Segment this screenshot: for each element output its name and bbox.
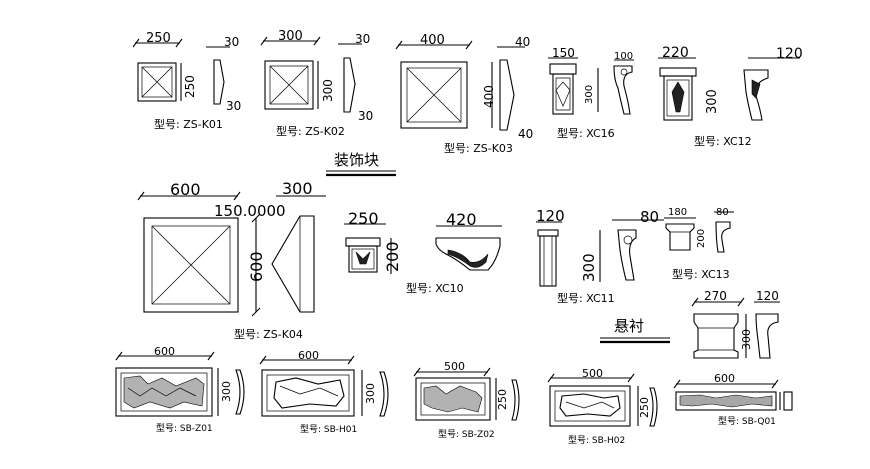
k03-width-dim: 400: [420, 33, 445, 48]
xc11-depth-dim: 80: [640, 208, 659, 226]
k01-width-dim: 250: [146, 31, 171, 46]
h02-label: 型号: SB-H02: [568, 435, 625, 446]
corbel-drawing: 270 300 120: [691, 289, 780, 359]
k03-label: 型号: ZS-K03: [444, 141, 513, 155]
z01-width-dim: 600: [154, 345, 175, 358]
corbel-width-dim: 270: [704, 289, 727, 303]
xc13-height-dim: 200: [696, 229, 707, 248]
xc13-width-dim: 180: [668, 207, 687, 218]
xc10-length-dim: 420: [446, 210, 477, 229]
corbels-title-group: 悬衬: [600, 317, 670, 344]
k04-width-dim: 600: [170, 180, 201, 199]
k02-height-dim: 300: [321, 79, 335, 102]
xc11-height-dim: 300: [580, 253, 598, 282]
zs-k03-drawing: 400 400 40 40 型号: ZS-K03: [395, 33, 533, 155]
k02-thickness-dim: 30: [355, 32, 370, 46]
xc13-depth-dim: 80: [716, 207, 729, 218]
h01-width-dim: 600: [298, 349, 319, 362]
xc16-depth-dim: 100: [614, 51, 633, 62]
corbel-depth-dim: 120: [756, 289, 779, 303]
q01-label: 型号: SB-Q01: [718, 416, 776, 427]
sb-z01-drawing: 600 300 型号: SB-Z01: [115, 345, 245, 434]
sb-h01-drawing: 600 300 型号: SB-H01: [259, 349, 389, 435]
q01-width-dim: 600: [714, 372, 735, 385]
k01-label: 型号: ZS-K01: [154, 117, 223, 131]
h02-width-dim: 500: [582, 367, 603, 380]
corbels-title: 悬衬: [614, 317, 644, 335]
zs-k02-drawing: 300 300 30 30 型号: ZS-K02: [260, 29, 373, 138]
z02-label: 型号: SB-Z02: [438, 429, 495, 440]
k02-label: 型号: ZS-K02: [276, 124, 345, 138]
xc10-width-dim: 250: [348, 209, 379, 228]
xc12-depth-dim: 120: [776, 46, 803, 62]
k03-height-dim: 400: [482, 85, 496, 108]
sb-q01-drawing: 600 型号: SB-Q01: [673, 372, 793, 427]
xc12-height-dim: 300: [705, 89, 720, 114]
xc16-label: 型号: XC16: [557, 126, 615, 140]
xc16-width-dim: 150: [552, 46, 575, 60]
k04-thickness-dim: 300: [282, 179, 313, 198]
xc13-drawing: 180 200 80 型号: XC13: [664, 207, 734, 281]
decorative-blocks-title-group: 装饰块: [326, 151, 396, 177]
xc16-drawing: 150 300 100 型号: XC16: [548, 46, 634, 140]
h01-label: 型号: SB-H01: [300, 424, 357, 435]
decorative-blocks-title: 装饰块: [334, 151, 379, 169]
xc10-height-dim: 200: [383, 241, 402, 272]
xc11-label: 型号: XC11: [557, 291, 615, 305]
k01-thickness-dim: 30: [224, 35, 239, 49]
k03-thickness-dim-2: 40: [518, 127, 533, 141]
z01-label: 型号: SB-Z01: [156, 423, 213, 434]
xc12-width-dim: 220: [662, 45, 689, 61]
sb-z02-drawing: 500 250 型号: SB-Z02: [413, 360, 520, 440]
zs-k01-drawing: 250 250 30 30 型号: ZS-K01: [132, 31, 241, 131]
k01-thickness-dim-2: 30: [226, 99, 241, 113]
xc13-label: 型号: XC13: [672, 267, 730, 281]
k04-label: 型号: ZS-K04: [234, 327, 303, 341]
k04-height-dim: 600: [247, 251, 266, 282]
xc11-drawing: 120 300 80 型号: XC11: [536, 207, 664, 305]
xc10-drawing: 250 200 420 型号: XC10: [344, 209, 502, 295]
xc11-width-dim: 120: [536, 207, 565, 225]
h01-height-dim: 300: [364, 383, 377, 404]
xc10-label: 型号: XC10: [406, 281, 464, 295]
z02-width-dim: 500: [444, 360, 465, 373]
corbel-height-dim: 300: [740, 329, 753, 350]
h02-height-dim: 250: [638, 397, 651, 418]
zs-k04-drawing: 600 600 150.0000 300 型号: ZS-K04: [137, 179, 326, 341]
xc12-label: 型号: XC12: [694, 134, 752, 148]
xc16-height-dim: 300: [584, 85, 595, 104]
z01-height-dim: 300: [220, 381, 233, 402]
sb-h02-drawing: 500 250 型号: SB-H02: [547, 367, 658, 446]
k03-thickness-dim: 40: [515, 35, 530, 49]
xc12-drawing: 220 300 120 型号: XC12: [658, 45, 803, 148]
k04-annotation: 150.0000: [214, 202, 286, 220]
k02-thickness-dim-2: 30: [358, 109, 373, 123]
k02-width-dim: 300: [278, 29, 303, 44]
z02-height-dim: 250: [496, 389, 509, 410]
k01-height-dim: 250: [183, 75, 197, 98]
